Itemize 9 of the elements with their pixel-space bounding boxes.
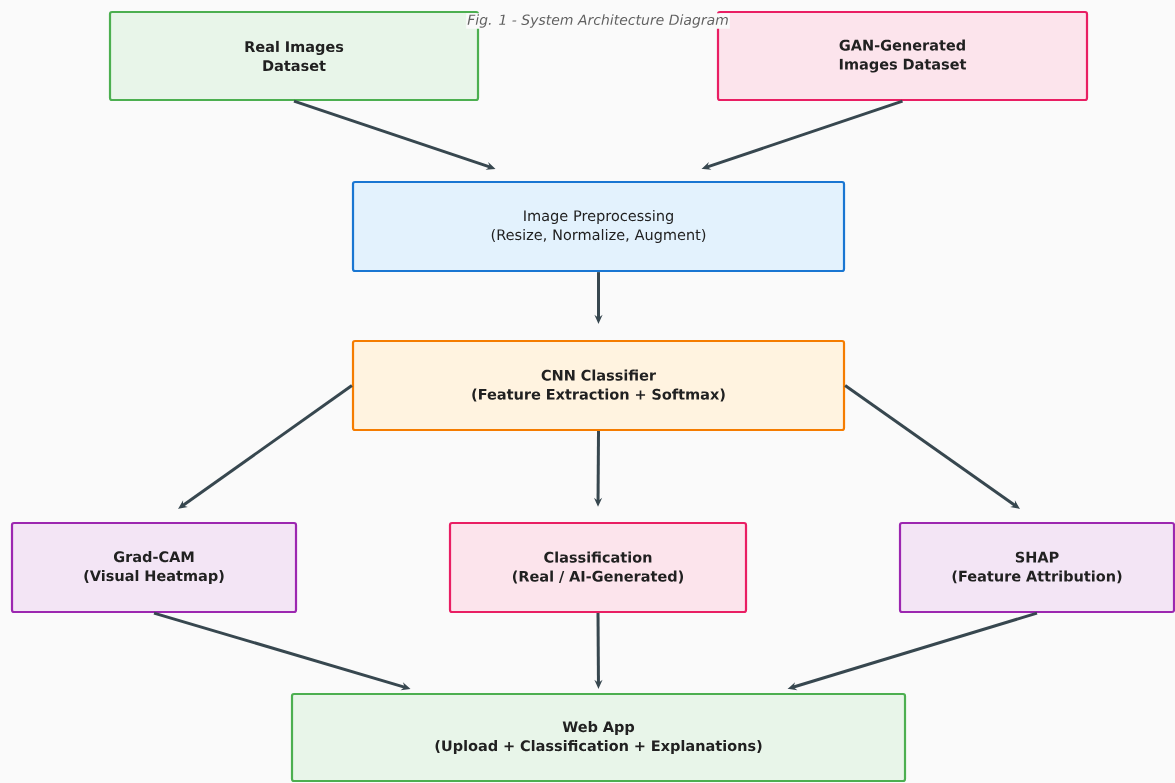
- arrow: [178, 384, 353, 509]
- arrow: [844, 384, 1020, 509]
- process-box: Image Preprocessing (Resize, Normalize, Augment): [351, 180, 846, 273]
- process-box: Web App (Upload + Classification + Explanations): [290, 692, 907, 783]
- process-box: Classification (Real / AI-Generated): [448, 521, 748, 614]
- figure-caption: Fig. 1 - System Architecture Diagram: [466, 13, 730, 29]
- process-box: Grad-CAM (Visual Heatmap): [10, 521, 298, 614]
- process-box: CNN Classifier (Feature Extraction + Softmax): [351, 339, 846, 432]
- process-box: SHAP (Feature Attribution): [898, 521, 1175, 614]
